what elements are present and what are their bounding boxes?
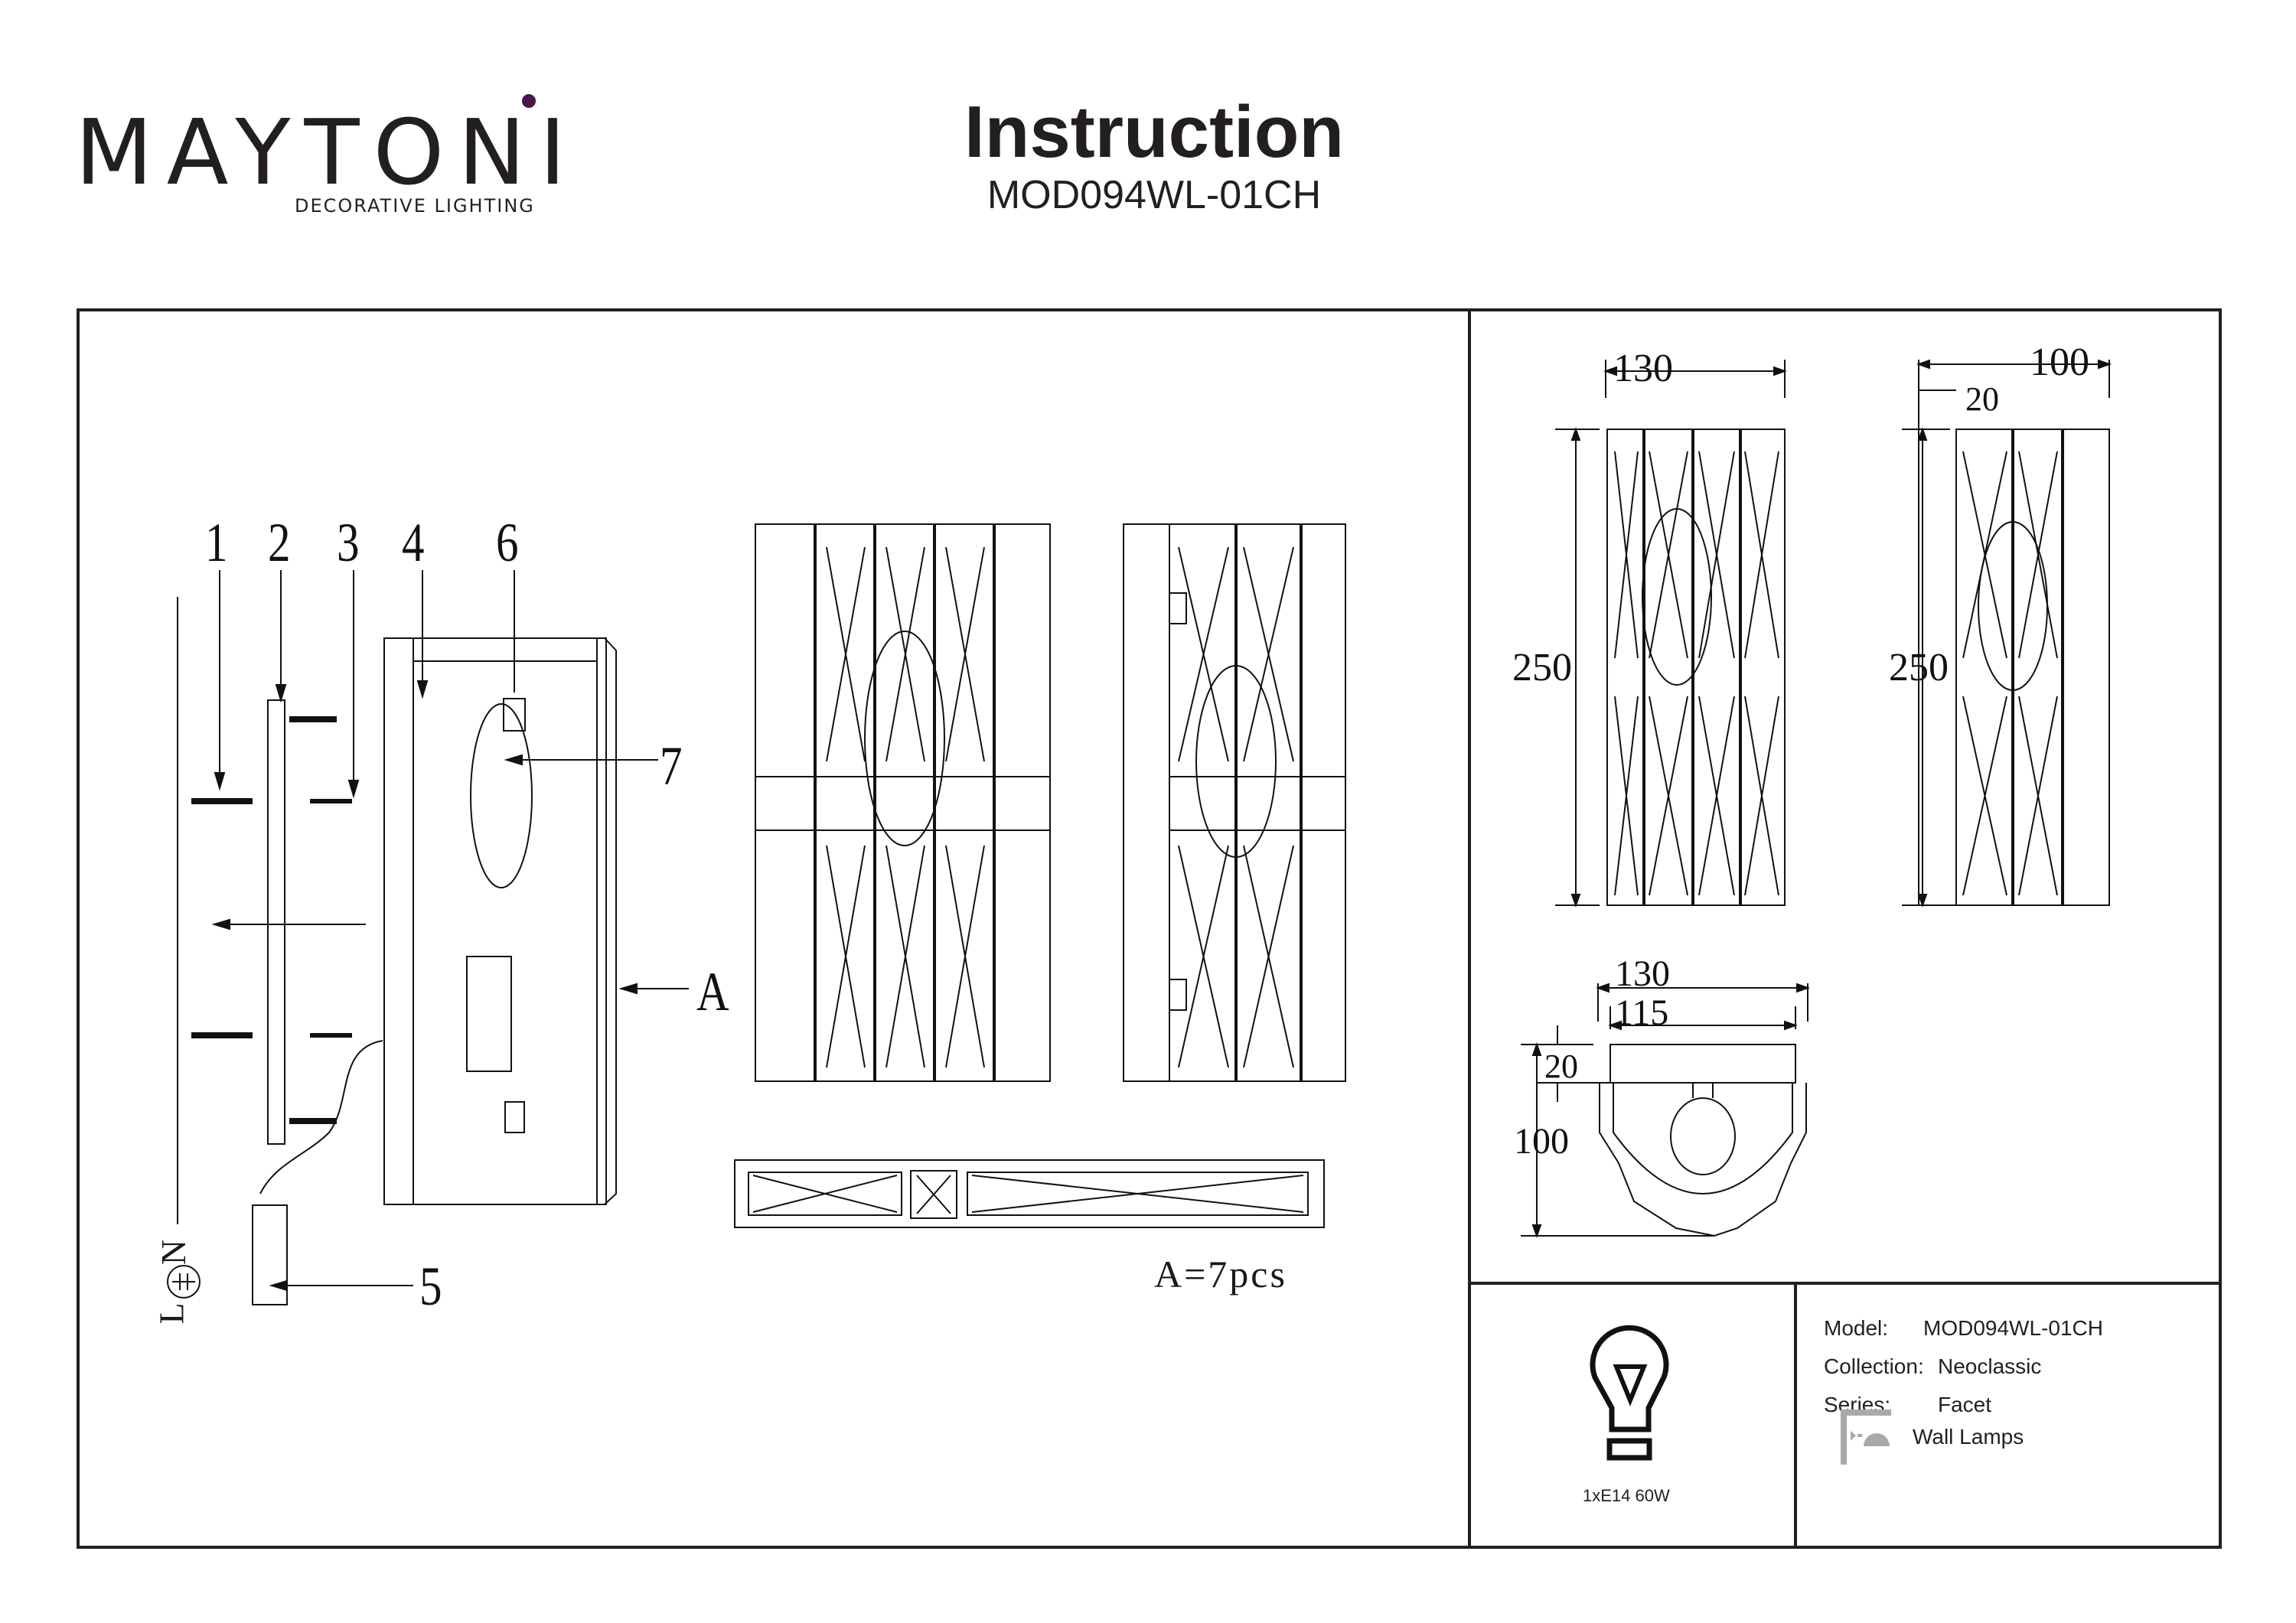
page-title: Instruction	[964, 91, 1344, 173]
part-label-1: 1	[205, 512, 228, 573]
part-label-3: 3	[337, 512, 360, 573]
drawing-frame	[77, 308, 2222, 1549]
part-label-a: A	[696, 961, 729, 1022]
side-view-drawing	[1123, 523, 1346, 1082]
dim-top-width: 130	[1615, 953, 1670, 994]
crystal-count: A=7pcs	[1154, 1253, 1287, 1295]
part-label-5: 5	[419, 1256, 442, 1317]
logo-dot	[522, 94, 536, 108]
ground-icon	[167, 1265, 201, 1299]
brand-logo: MAYTONI	[75, 107, 579, 197]
wall-lamp-icon	[1841, 1410, 1891, 1465]
part-label-2: 2	[268, 512, 291, 573]
bulb-icon	[1590, 1325, 1669, 1461]
dim-side-height: 250	[1889, 646, 1949, 689]
spec-divider	[1794, 1282, 1797, 1546]
bulb-spec: 1xE14 60W	[1583, 1486, 1670, 1505]
dim-top-inner-width: 115	[1615, 992, 1669, 1033]
part-label-4: 4	[402, 512, 425, 573]
terminal-label-l: L	[152, 1302, 191, 1325]
frame-divider-vertical	[1468, 308, 1471, 1546]
dim-top-depth: 100	[1514, 1121, 1569, 1162]
collection-value: Neoclassic	[1938, 1354, 2042, 1378]
dim-side-depth: 100	[2030, 341, 2089, 384]
assembly-diagram	[177, 570, 689, 1305]
brand-tagline: DECORATIVE LIGHTING	[295, 195, 535, 217]
type-value: Wall Lamps	[1913, 1425, 2024, 1449]
dim-top-plate: 20	[1544, 1048, 1578, 1085]
crystal-piece-a-drawing	[734, 1159, 1325, 1228]
dimension-drawings	[1521, 359, 2112, 1238]
dim-front-width: 130	[1613, 347, 1673, 390]
front-view-drawing	[755, 523, 1051, 1082]
model-value: MOD094WL-01CH	[1923, 1316, 2103, 1340]
collection-label: Collection:	[1824, 1354, 1924, 1378]
frame-divider-horizontal	[1468, 1282, 2219, 1285]
part-label-7: 7	[660, 735, 683, 797]
series-value: Facet	[1938, 1393, 1992, 1416]
dim-side-plate: 20	[1965, 380, 1999, 418]
part-label-6: 6	[496, 512, 519, 573]
model-label: Model:	[1824, 1316, 1889, 1340]
dim-front-height: 250	[1512, 646, 1572, 689]
model-code: MOD094WL-01CH	[987, 173, 1322, 217]
terminal-label-n: N	[154, 1239, 194, 1266]
brand-name: MAYTONI	[75, 99, 580, 205]
